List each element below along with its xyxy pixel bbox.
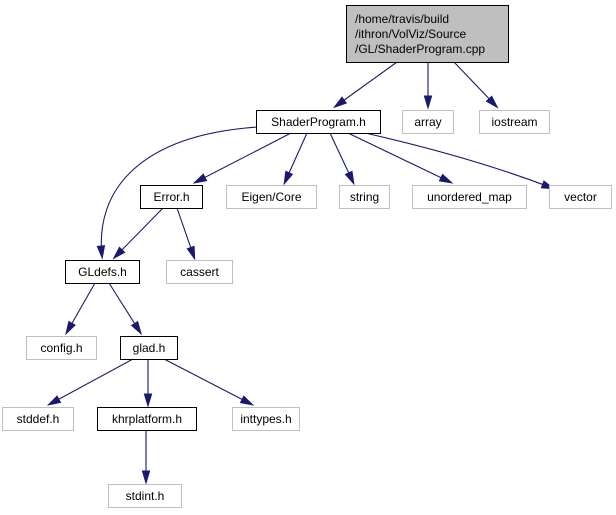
node-glad-h[interactable]: glad.h <box>120 336 178 360</box>
edge-line <box>163 358 252 405</box>
edge-error-h-to-cassert <box>176 207 196 261</box>
node-label: /ithron/VolViz/Source <box>355 27 467 41</box>
node-box <box>346 5 509 63</box>
node-label: stddef.h <box>17 412 60 426</box>
arrowhead-icon <box>96 245 106 260</box>
edge-khrplatform-h-to-stdint-h <box>141 430 151 485</box>
arrowhead-icon <box>344 170 355 186</box>
node-iostream: iostream <box>479 110 550 134</box>
node-stddef-h: stddef.h <box>2 407 74 431</box>
node-label: vector <box>564 190 597 204</box>
node-box <box>226 185 317 209</box>
node-stdint-h: stdint.h <box>108 484 182 508</box>
edge-shaderprogram-h-to-unordered-map <box>347 132 454 184</box>
node-box <box>26 336 97 360</box>
node-vector: vector <box>549 185 612 209</box>
arrowhead-icon <box>143 393 153 408</box>
node-label: array <box>414 115 441 129</box>
node-box <box>108 484 182 508</box>
edge-shaderprogram-h-to-gldefs-h <box>96 126 259 260</box>
arrowhead-icon <box>186 245 196 261</box>
node-label: GLdefs.h <box>78 265 127 279</box>
node-box <box>2 407 74 431</box>
node-gldefs-h[interactable]: GLdefs.h <box>65 260 140 284</box>
edge-line <box>335 61 398 107</box>
node-label: Eigen/Core <box>241 190 301 204</box>
arrowhead-icon <box>438 173 454 184</box>
node-box <box>549 185 612 209</box>
edge-root-to-shaderprogram-h <box>332 61 398 109</box>
nodes-layer: /home/travis/build/ithron/VolViz/Source/… <box>2 5 612 508</box>
arrowhead-icon <box>239 395 255 406</box>
arrowhead-icon <box>423 95 433 110</box>
arrowhead-icon <box>65 320 76 336</box>
node-eigen-core: Eigen/Core <box>226 185 317 209</box>
edge-shaderprogram-h-to-error-h <box>192 132 292 184</box>
node-label: glad.h <box>133 341 166 355</box>
node-box <box>479 110 550 134</box>
node-box <box>65 260 140 284</box>
edge-root-to-iostream <box>453 61 499 109</box>
edge-line <box>49 358 134 405</box>
node-khrplatform-h[interactable]: khrplatform.h <box>97 407 197 431</box>
arrowhead-icon <box>46 395 62 406</box>
edge-line <box>364 132 553 189</box>
node-box <box>140 185 203 209</box>
arrowhead-icon <box>130 320 142 336</box>
arrowhead-icon <box>141 470 151 485</box>
edge-glad-h-to-stddef-h <box>46 358 134 406</box>
node-label: config.h <box>40 341 82 355</box>
arrowhead-icon <box>283 170 294 186</box>
edge-shaderprogram-h-to-vector <box>364 132 556 190</box>
arrowhead-icon <box>485 95 499 109</box>
edge-error-h-to-gldefs-h <box>112 207 164 260</box>
edge-shaderprogram-h-to-string <box>329 132 355 186</box>
node-error-h[interactable]: Error.h <box>140 185 203 209</box>
edge-gldefs-h-to-glad-h <box>108 282 142 336</box>
node-label: ShaderProgram.h <box>271 115 366 129</box>
node-box <box>402 110 454 134</box>
node-label: khrplatform.h <box>112 412 182 426</box>
edge-line <box>100 126 259 257</box>
node-box <box>97 407 197 431</box>
edge-root-to-array <box>423 62 433 110</box>
node-label: stdint.h <box>126 489 165 503</box>
node-label: /home/travis/build <box>355 12 449 26</box>
edge-shaderprogram-h-to-eigen-core <box>283 132 308 186</box>
node-label: /GL/ShaderProgram.cpp <box>355 42 485 56</box>
node-box <box>166 260 233 284</box>
edge-line <box>195 132 292 183</box>
node-label: inttypes.h <box>240 412 291 426</box>
node-cassert: cassert <box>166 260 233 284</box>
arrowhead-icon <box>192 173 208 184</box>
arrowhead-icon <box>112 246 126 260</box>
node-shaderprogram-h[interactable]: ShaderProgram.h <box>256 110 381 134</box>
node-label: iostream <box>491 115 537 129</box>
node-root[interactable]: /home/travis/build/ithron/VolViz/Source/… <box>346 5 509 63</box>
edge-glad-h-to-inttypes-h <box>163 358 255 406</box>
node-label: Error.h <box>153 190 189 204</box>
node-unordered-map: unordered_map <box>412 185 527 209</box>
node-box <box>412 185 527 209</box>
node-config-h: config.h <box>26 336 97 360</box>
node-box <box>256 110 381 134</box>
node-inttypes-h: inttypes.h <box>232 407 300 431</box>
node-label: cassert <box>180 265 219 279</box>
edge-line <box>114 207 164 258</box>
node-box <box>232 407 300 431</box>
edge-line <box>347 132 451 183</box>
node-string: string <box>339 185 390 209</box>
node-box <box>120 336 178 360</box>
edge-glad-h-to-khrplatform-h <box>143 359 153 408</box>
edge-gldefs-h-to-config-h <box>65 282 96 336</box>
node-label: string <box>350 190 379 204</box>
arrowhead-icon <box>332 96 348 109</box>
node-array: array <box>402 110 454 134</box>
node-box <box>339 185 390 209</box>
node-label: unordered_map <box>427 190 512 204</box>
